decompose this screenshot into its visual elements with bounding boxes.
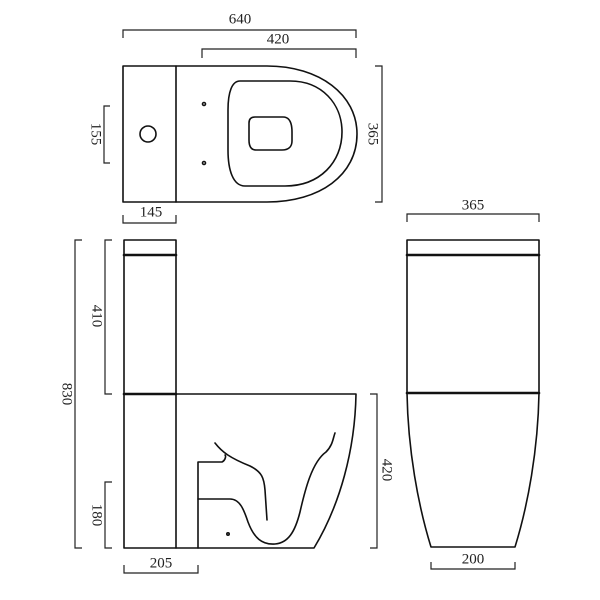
side-view: 830 410 180 205 420 bbox=[59, 239, 395, 574]
dimension-outlet-distance bbox=[123, 565, 199, 574]
dimension-bowl-length bbox=[201, 48, 357, 58]
dimension-total-height bbox=[74, 239, 82, 549]
front-view: 365 200 bbox=[405, 197, 541, 570]
dimension-tank-depth bbox=[122, 215, 177, 224]
dimension-inlet-offset bbox=[103, 105, 110, 164]
dimension-top-width bbox=[406, 213, 540, 222]
label-outlet-distance: 205 bbox=[150, 555, 173, 571]
trap-lower bbox=[197, 432, 336, 545]
label-tank-height: 410 bbox=[89, 305, 105, 328]
dimension-bowl-height bbox=[370, 393, 378, 549]
dimension-outlet-height bbox=[104, 481, 112, 549]
dimension-width bbox=[375, 65, 383, 203]
seat-hinge-hole bbox=[201, 101, 207, 107]
label-width: 365 bbox=[365, 123, 381, 146]
top-outline bbox=[122, 65, 358, 203]
dimension-overall-length bbox=[122, 29, 357, 38]
bowl-opening bbox=[248, 116, 293, 151]
seat-hinge-hole bbox=[201, 160, 207, 166]
drain-point bbox=[226, 531, 231, 536]
front-body-outline bbox=[406, 254, 540, 548]
dimension-tank-height bbox=[104, 239, 112, 395]
bowl-side-outline bbox=[175, 393, 357, 549]
label-bowl-length: 420 bbox=[267, 31, 290, 47]
label-bowl-height: 420 bbox=[379, 459, 395, 482]
label-inlet-offset: 155 bbox=[88, 123, 104, 146]
flush-button-icon bbox=[139, 125, 157, 143]
dimension-base-width bbox=[430, 562, 516, 570]
label-top-width: 365 bbox=[462, 197, 485, 213]
label-total-height: 830 bbox=[59, 383, 75, 406]
label-outlet-height: 180 bbox=[89, 504, 105, 527]
front-lid bbox=[406, 239, 540, 256]
label-overall-length: 640 bbox=[229, 11, 252, 27]
trap-upper bbox=[197, 442, 268, 549]
top-view: 640 420 365 155 145 bbox=[88, 11, 383, 224]
seat-outline bbox=[227, 80, 343, 187]
label-base-width: 200 bbox=[462, 551, 485, 567]
label-tank-depth: 145 bbox=[140, 204, 163, 220]
